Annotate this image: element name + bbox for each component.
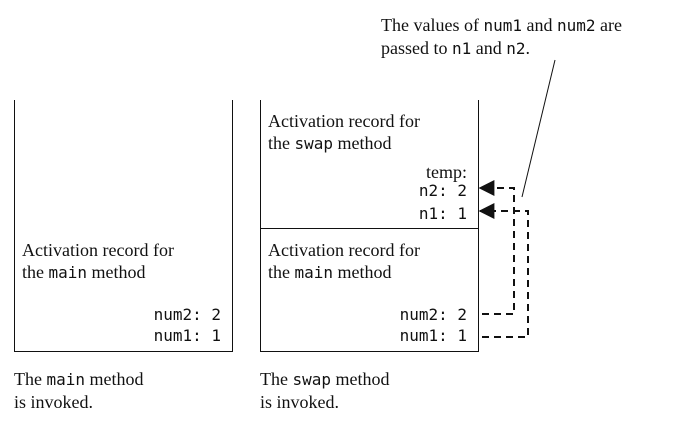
annotation-line-1: The values of num1 and num2 are bbox=[381, 15, 623, 35]
left-num2-value: num2: 2 bbox=[153, 305, 221, 324]
left-num1-value: num1: 1 bbox=[153, 326, 221, 345]
annotation-text: The values of num1 and num2 are passed t… bbox=[381, 14, 681, 60]
main-record-label: Activation record for the main method bbox=[22, 240, 174, 282]
main-stack-frame bbox=[14, 100, 233, 352]
swap-record-label: Activation record for the swap method bbox=[268, 111, 420, 153]
swap-stack-frame bbox=[260, 100, 479, 352]
n2-value: n2: 2 bbox=[418, 181, 467, 200]
right-num1-value: num1: 1 bbox=[399, 326, 467, 345]
arrow-num1-to-n1 bbox=[478, 203, 529, 338]
right-caption: The swap method is invoked. bbox=[260, 369, 390, 412]
right-num2-value: num2: 2 bbox=[399, 305, 467, 324]
annotation-pointer-line bbox=[521, 59, 556, 198]
main-record-label-right: Activation record for the main method bbox=[268, 240, 420, 282]
n1-value: n1: 1 bbox=[418, 204, 467, 223]
left-caption: The main method is invoked. bbox=[14, 369, 144, 412]
temp-label: temp: bbox=[426, 162, 467, 182]
annotation-line-2: passed to n1 and n2. bbox=[381, 38, 531, 58]
arrow-num2-to-n2 bbox=[478, 180, 515, 315]
record-divider bbox=[260, 228, 479, 229]
